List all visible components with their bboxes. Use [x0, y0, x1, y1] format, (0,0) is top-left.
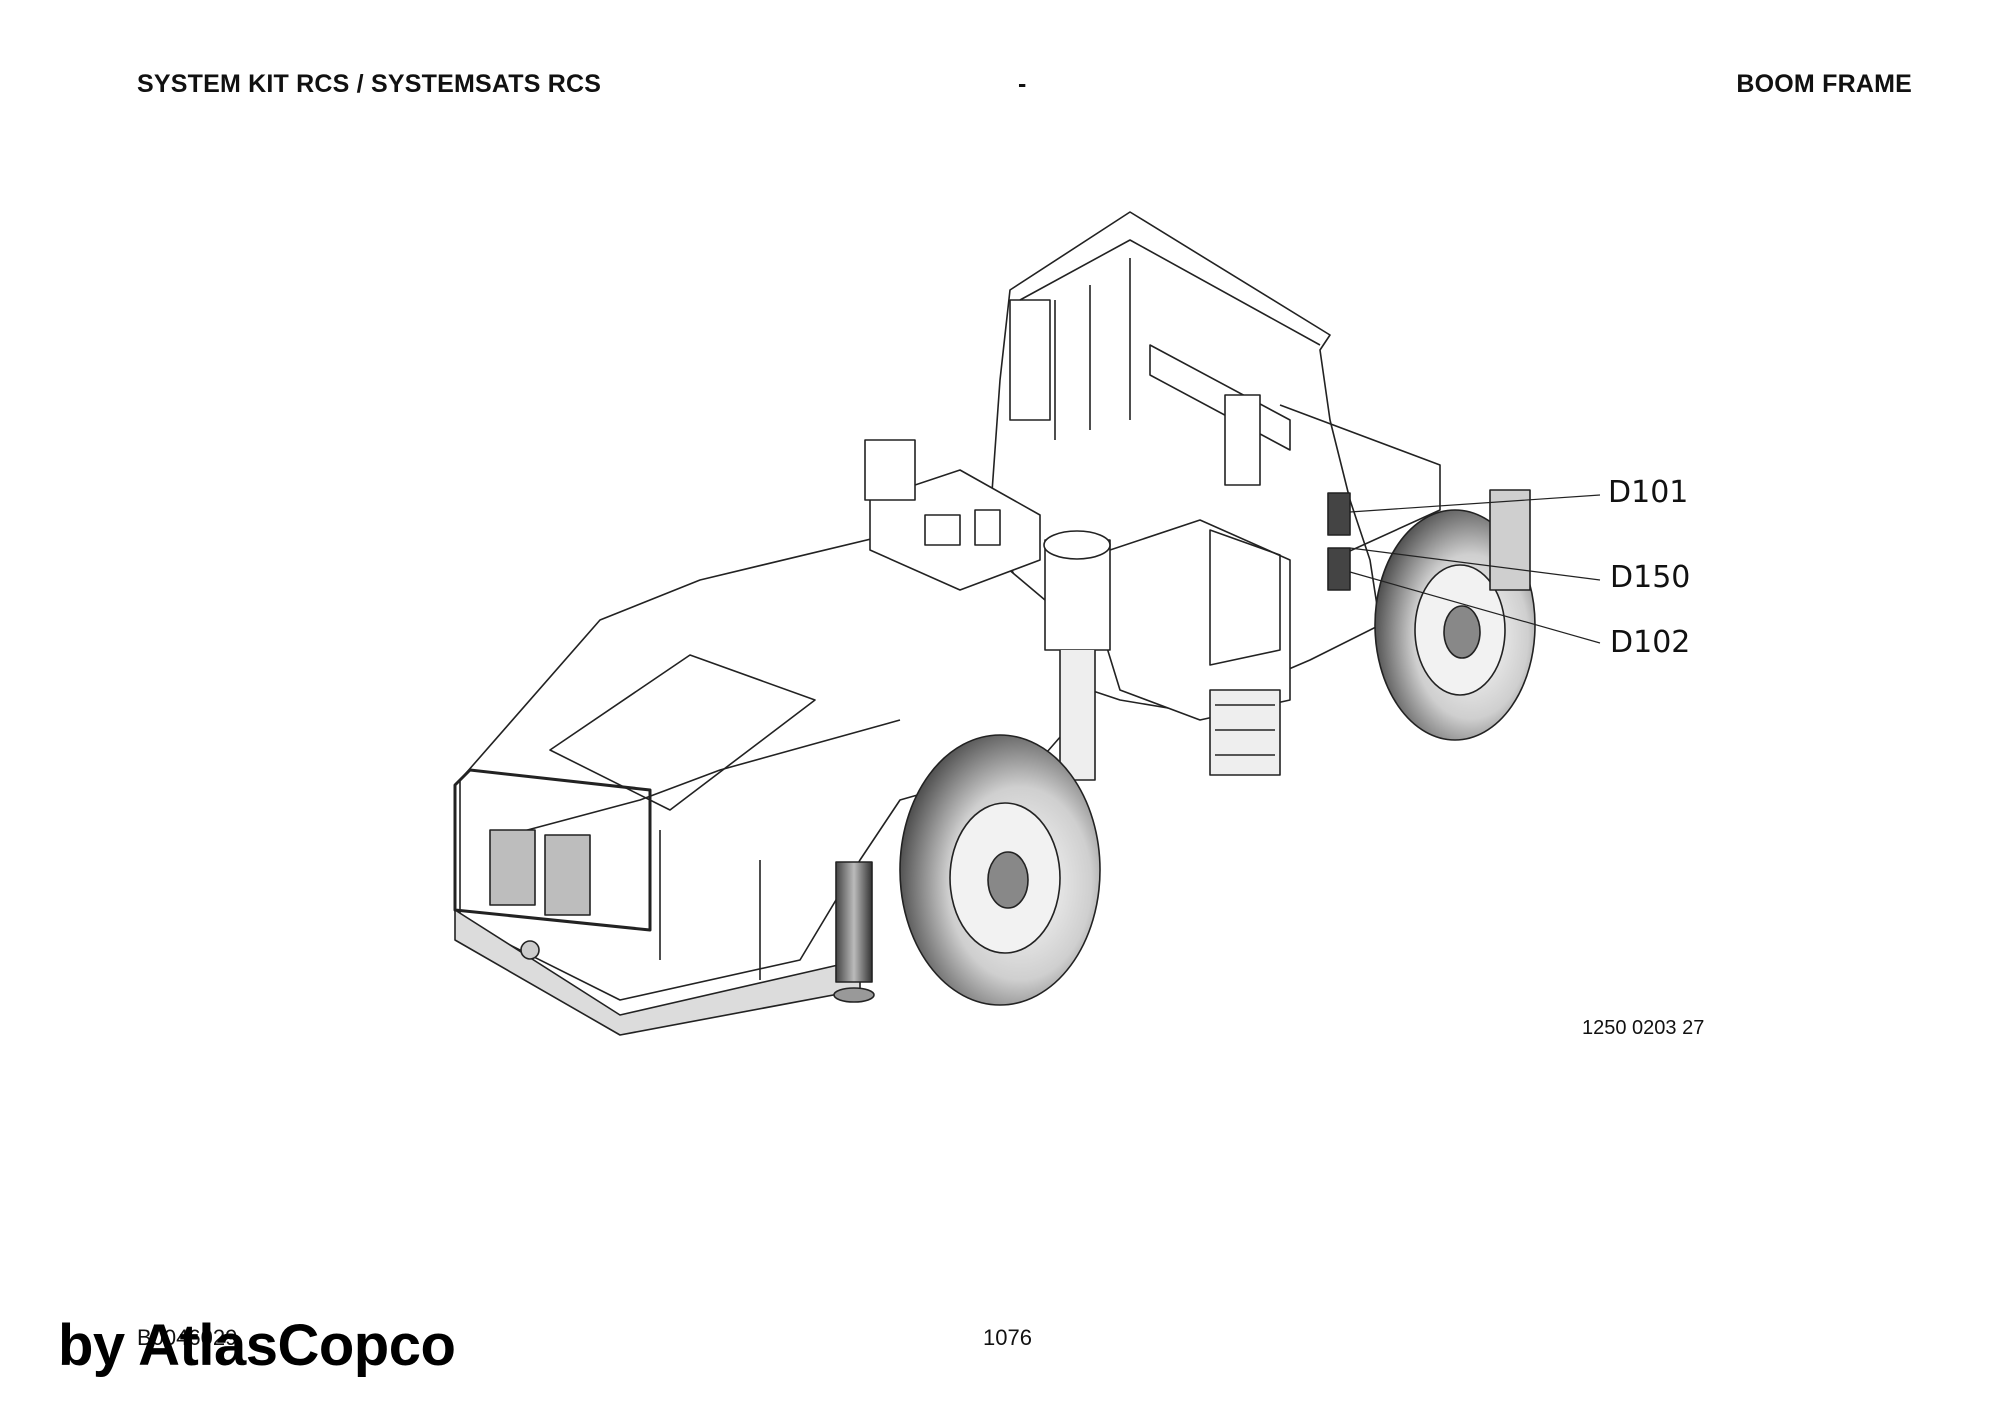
header-separator: -: [1018, 70, 1027, 98]
page-number: 1076: [983, 1325, 1032, 1350]
callout-d101: D101: [1608, 475, 1689, 510]
drawing-number: 1250 0203 27: [1582, 1017, 1705, 1039]
header-section-title: SYSTEM KIT RCS / SYSTEMSATS RCS: [137, 70, 602, 98]
header-assembly-title: BOOM FRAME: [1736, 70, 1912, 98]
document-code: B0046029: [137, 1325, 238, 1350]
brand-watermark: by AtlasCopco: [58, 1313, 456, 1378]
callout-d102: D102: [1610, 625, 1691, 660]
callout-d150: D150: [1610, 560, 1691, 595]
